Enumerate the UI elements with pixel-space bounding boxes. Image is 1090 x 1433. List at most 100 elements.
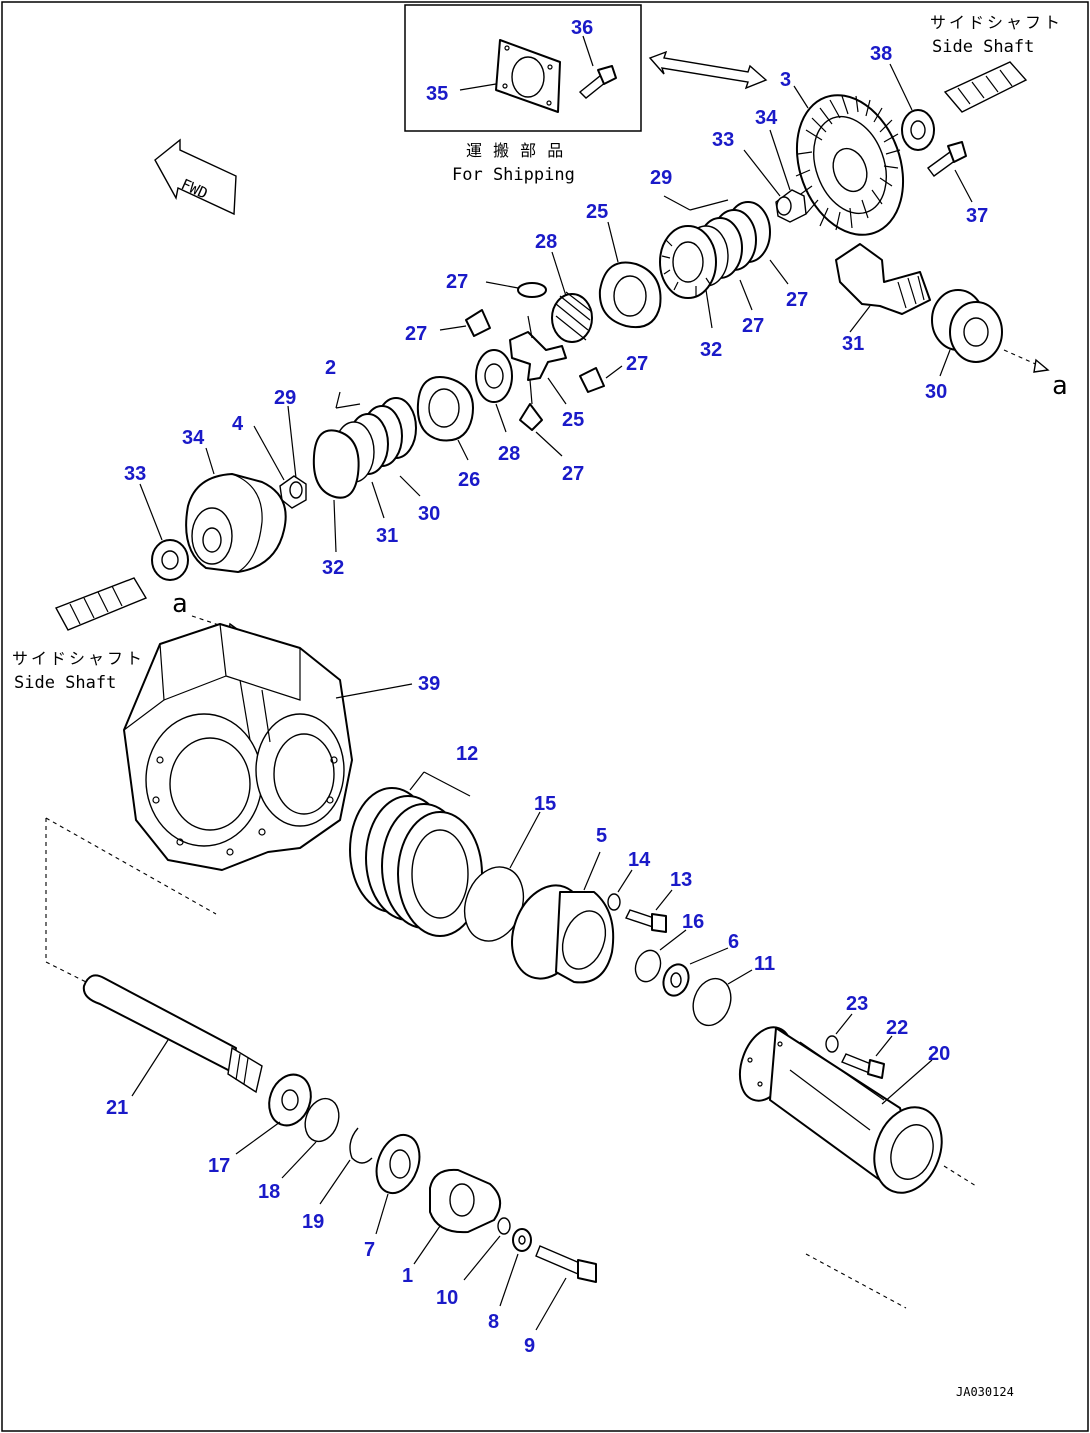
view-marker-a-right: a [1052,371,1068,401]
view-marker-a-left: a [172,589,188,619]
callout-21: 21 [106,1097,128,1119]
part-22-bolt[interactable] [841,1053,885,1079]
callout-25-bottom: 26 [458,469,480,491]
part-6-nut[interactable] [659,961,692,999]
clutch-pack-left[interactable] [312,397,417,499]
part-1-coupling[interactable] [429,1168,501,1234]
side-shaft-left-en: Side Shaft [14,673,116,693]
callout-29-top: 29 [650,167,672,189]
part-26-spider[interactable] [509,315,567,405]
part-19-snap-ring[interactable] [349,1127,373,1164]
part-11-o-ring[interactable] [687,973,737,1030]
callout-14: 14 [628,849,651,871]
part-28-gear-left[interactable] [475,349,513,403]
part-9-bolt[interactable] [535,1245,597,1283]
callout-10: 10 [436,1287,458,1309]
part-38-nut-left[interactable] [151,539,189,581]
part-4-bearing[interactable] [931,289,1003,363]
shipping-parts-box: 36 35 [404,4,642,132]
callout-27-c: 27 [626,353,648,375]
part-10-o-ring[interactable] [497,1217,511,1235]
callout-4: 30 [925,381,947,403]
part-37-bolt[interactable] [927,141,967,177]
part-21-drive-shaft[interactable] [82,974,263,1094]
callout-27-a: 27 [446,271,468,293]
callout-30-top: 32 [700,339,722,361]
callout-8: 8 [488,1311,499,1333]
part-33-34-left[interactable] [279,475,307,509]
callout-27-d: 27 [562,463,584,485]
callout-13: 13 [670,869,692,891]
callout-35: 35 [426,83,448,105]
part-36-bolt[interactable] [578,65,617,99]
part-23-washer[interactable] [825,1035,839,1053]
assembly-direction-arrow [648,50,768,90]
callout-15: 15 [534,793,556,815]
callout-18: 18 [258,1181,280,1203]
callout-32-bottom: 32 [322,557,344,579]
part-7-seal[interactable] [369,1129,427,1199]
part-38-nut-top[interactable] [901,109,935,151]
callout-28-top: 28 [535,231,557,253]
side-shaft-left [55,577,148,631]
callout-19: 19 [302,1211,324,1233]
fwd-arrow: FWD [154,138,237,216]
part-33-washer-top[interactable] [776,196,792,216]
clutch-pack-right[interactable] [659,201,771,299]
shipping-label-jp: 運 搬 部 品 [466,141,566,160]
part-25-case-left[interactable] [416,376,474,442]
callout-1: 1 [402,1265,413,1287]
part-27-pinion-d[interactable] [519,403,543,431]
callout-33-top: 33 [712,129,734,151]
callout-29-bottom: 2 [325,357,336,379]
part-27-pinion-c[interactable] [579,367,605,393]
drawing-number: JA030124 [956,1385,1014,1399]
part-25-case-right[interactable] [598,261,662,328]
callout-38-top: 38 [870,43,892,65]
callout-38-bottom: 33 [124,463,146,485]
callout-25-top: 25 [586,201,608,223]
part-28-gear-right[interactable] [551,291,593,343]
part-3-bevel-gear[interactable] [778,80,921,250]
callout-31-bottom: 31 [376,525,398,547]
callout-2: 31 [842,333,864,355]
part-20-axle-tube[interactable] [730,1020,953,1202]
callout-9: 9 [524,1335,535,1357]
callout-11: 11 [754,953,775,975]
part-27-pinion-b[interactable] [465,309,491,337]
callout-32-top: 27 [786,289,808,311]
callout-34-top: 34 [755,107,778,129]
part-39-axle-housing[interactable] [123,623,353,871]
part-24-diff-case[interactable] [185,473,287,573]
callout-17: 17 [208,1155,230,1177]
part-27-washer-a[interactable] [517,282,547,298]
part-12-brake-discs[interactable] [349,787,483,937]
part-13-bolt[interactable] [625,909,667,933]
callout-27-b: 27 [405,323,427,345]
part-2-pinion-shaft[interactable] [835,243,931,315]
side-shaft-top-en: Side Shaft [932,37,1034,57]
part-5-cage[interactable] [500,875,615,988]
callout-31-top: 27 [742,315,764,337]
part-16-snap-ring[interactable] [631,947,664,985]
callout-26: 25 [562,409,584,431]
callout-36: 36 [571,17,593,39]
callout-5: 5 [596,825,607,847]
callout-30-bottom: 30 [418,503,440,525]
part-14-washer[interactable] [607,893,621,911]
callout-39: 39 [418,673,440,695]
callout-37: 37 [966,205,988,227]
part-8-washer[interactable] [512,1228,532,1252]
callout-28-bottom: 28 [498,443,520,465]
part-35-plate[interactable] [495,39,561,113]
guide-line-d [805,1253,907,1309]
callout-7: 7 [364,1239,375,1261]
part-17-bearing[interactable] [262,1069,317,1132]
callout-6: 6 [728,931,739,953]
callout-3: 3 [780,69,791,91]
part-18-snap-ring[interactable] [299,1094,344,1146]
callout-34-bottom: 4 [232,413,244,435]
callout-20: 20 [928,1043,950,1065]
callout-24: 34 [182,427,205,449]
